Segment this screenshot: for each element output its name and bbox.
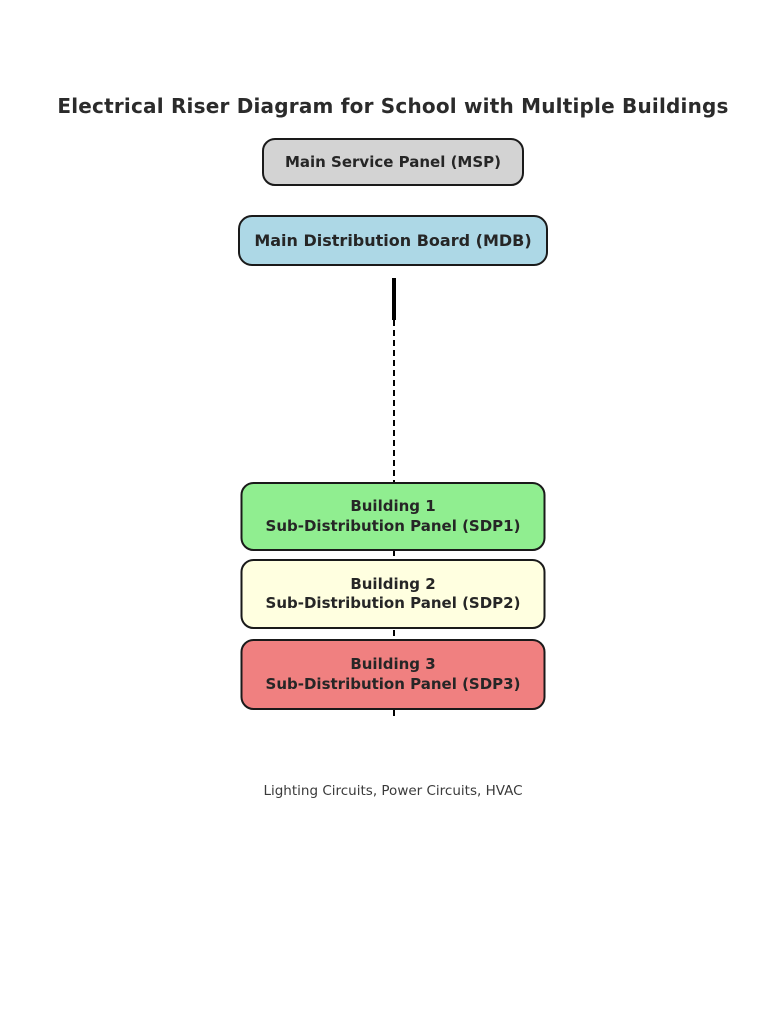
node-building-2-sdp: Building 2 Sub-Distribution Panel (SDP2): [240, 559, 546, 629]
building-1-panel-label: Sub-Distribution Panel (SDP1): [265, 516, 521, 535]
building-1-name: Building 1: [350, 497, 436, 515]
node-main-service-panel: Main Service Panel (MSP): [262, 138, 524, 186]
diagram-title: Electrical Riser Diagram for School with…: [57, 94, 729, 118]
building-3-name: Building 3: [350, 655, 436, 673]
node-main-distribution-board-label: Main Distribution Board (MDB): [254, 231, 532, 250]
node-building-1-sdp: Building 1 Sub-Distribution Panel (SDP1): [240, 482, 546, 551]
building-3-panel-label: Sub-Distribution Panel (SDP3): [265, 674, 521, 693]
circuits-footer-label: Lighting Circuits, Power Circuits, HVAC: [263, 783, 523, 799]
node-building-3-sdp: Building 3 Sub-Distribution Panel (SDP3): [240, 639, 546, 710]
building-2-name: Building 2: [350, 574, 436, 593]
riser-connector-solid-segment: [391, 278, 396, 320]
node-main-distribution-board: Main Distribution Board (MDB): [238, 215, 548, 266]
node-main-service-panel-label: Main Service Panel (MSP): [284, 153, 502, 171]
building-2-panel-label: Sub-Distribution Panel (SDP2): [265, 594, 521, 612]
